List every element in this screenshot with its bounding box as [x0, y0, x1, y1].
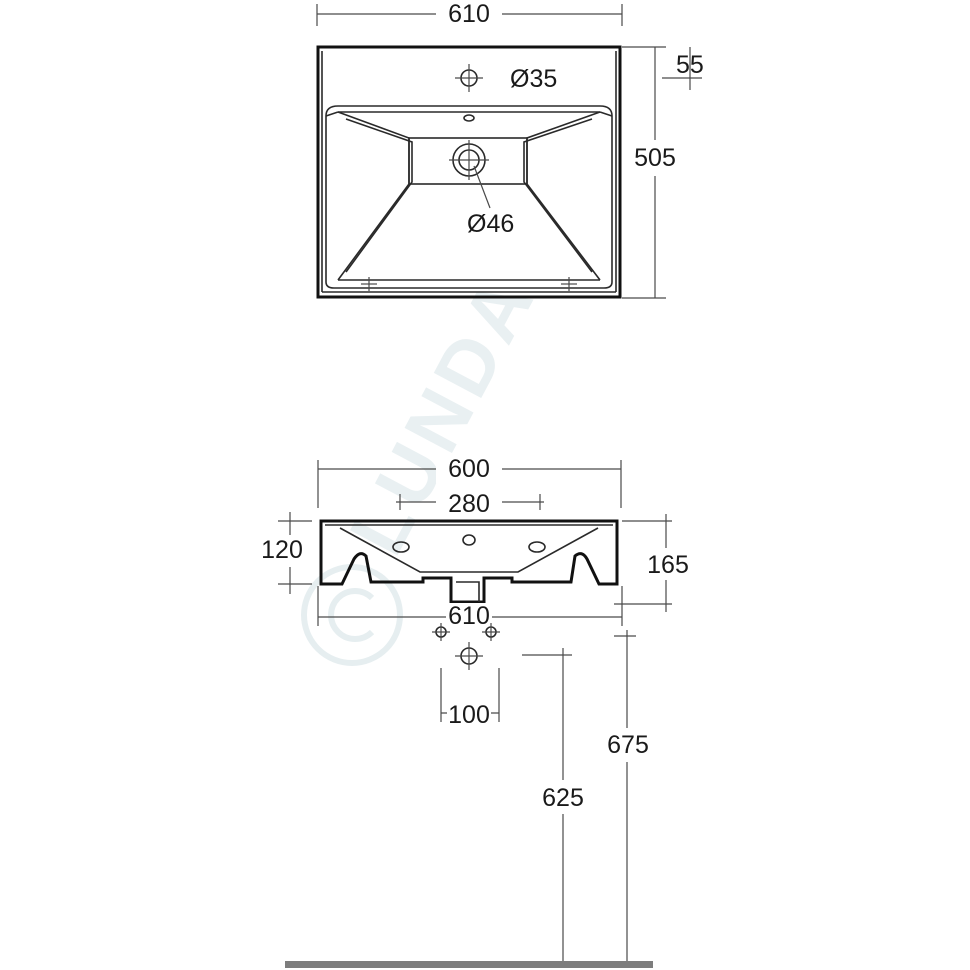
overflow-hole — [463, 114, 475, 122]
mount-height-label: 625 — [542, 784, 584, 812]
tap-offset-label: 55 — [676, 51, 704, 79]
bowl-inner — [337, 111, 601, 281]
bowl-height-label: 120 — [261, 536, 303, 564]
front-view: 600 280 120 165 610 — [256, 455, 694, 968]
waste-point-icon — [455, 642, 483, 670]
drain-recess — [408, 137, 528, 185]
top-width-label: 610 — [448, 0, 490, 28]
supply-point-right-icon — [482, 623, 500, 641]
watermark-copyright-icon — [301, 564, 403, 666]
top-view: 610 Ø35 Ø46 — [316, 0, 704, 299]
total-height-label: 165 — [647, 551, 689, 579]
watermark: LUNDA — [301, 259, 552, 666]
drain-label: Ø46 — [467, 210, 514, 238]
top-depth-label: 505 — [634, 144, 676, 172]
tap-spacing-label: 280 — [448, 490, 490, 518]
drain-icon — [449, 140, 491, 209]
front-inner-width-label: 600 — [448, 455, 490, 483]
fixing-mark-right — [561, 277, 577, 291]
fixing-mark-left — [361, 277, 377, 291]
tap-hole-icon — [455, 64, 483, 92]
tap-hole-label: Ø35 — [510, 65, 557, 93]
floor-line — [285, 961, 653, 968]
front-tap-hole-right — [528, 541, 546, 553]
front-tap-hole-left — [392, 541, 410, 553]
supply-point-left-icon — [432, 623, 450, 641]
top-height-label: 675 — [607, 731, 649, 759]
front-tap-hole-centre — [462, 534, 476, 546]
waste-spacing-label: 100 — [448, 701, 490, 729]
basin-top-outline — [316, 45, 622, 299]
front-outer-width-label: 610 — [448, 602, 490, 630]
bowl-rim — [325, 105, 613, 289]
basin-front-profile — [319, 519, 619, 604]
